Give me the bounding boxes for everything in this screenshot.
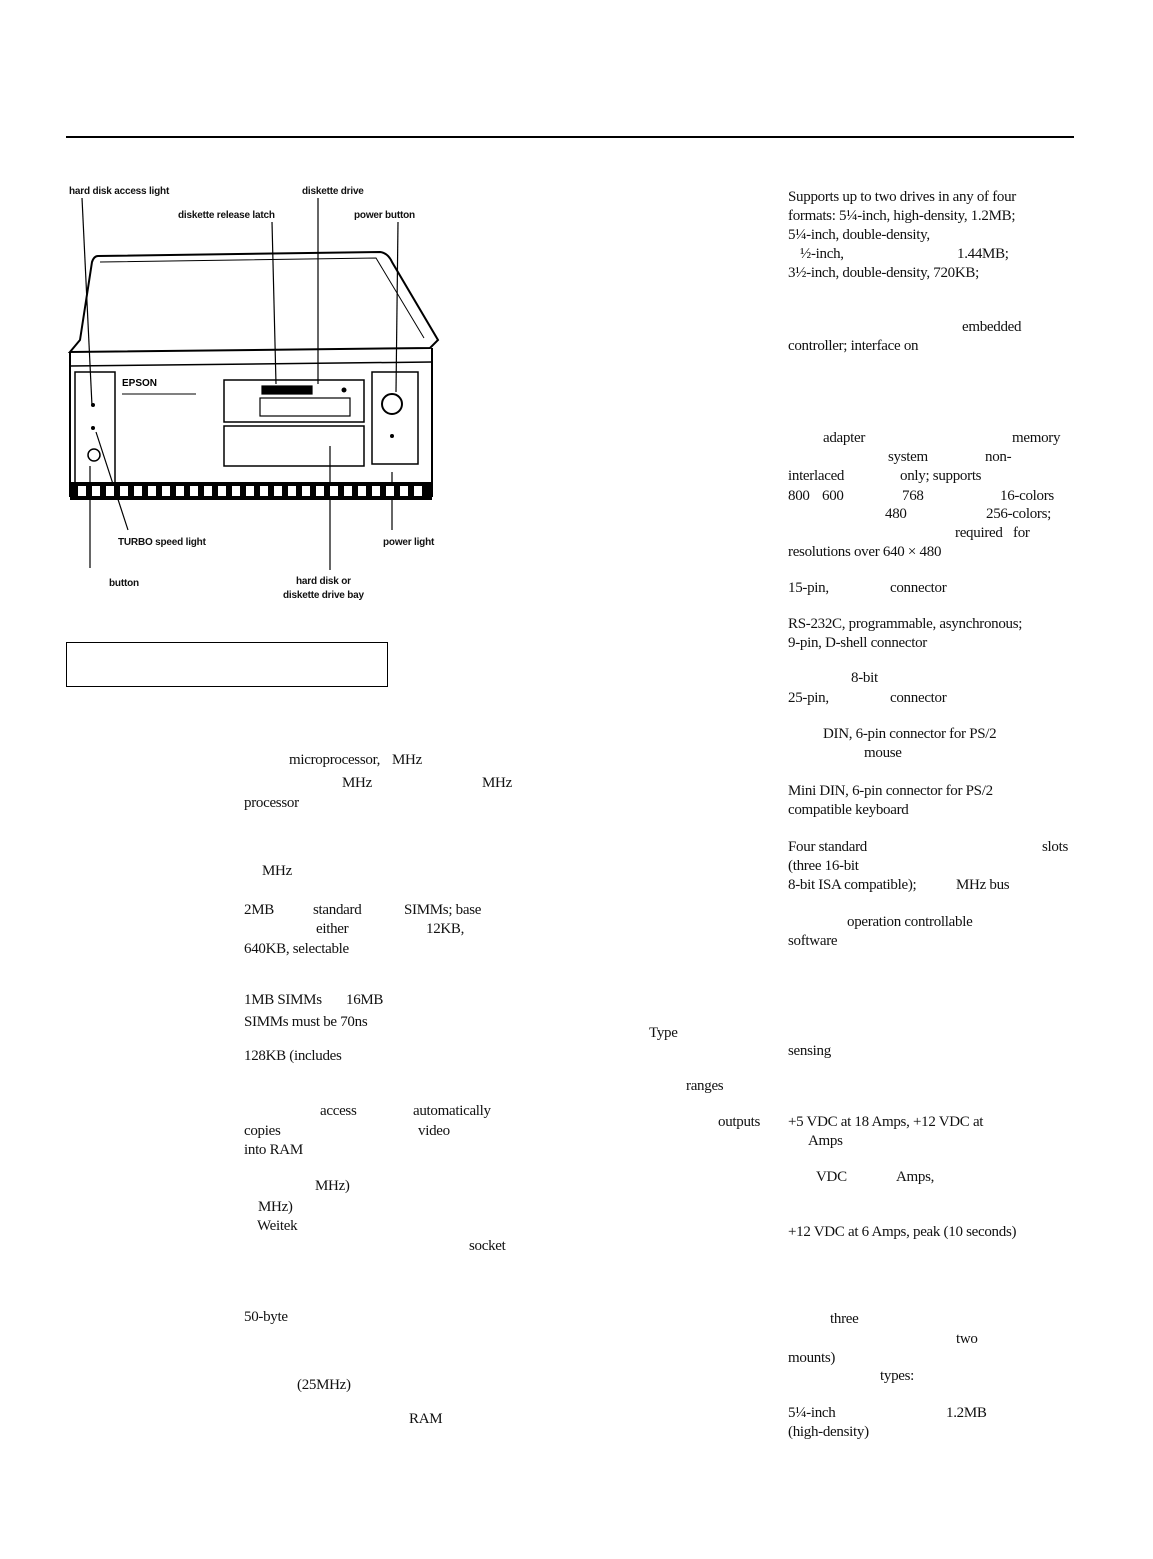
- left-text: 2MB: [244, 902, 274, 918]
- epson-logo: EPSON: [122, 378, 157, 389]
- right-text: mounts): [788, 1350, 836, 1366]
- right-text: Four standard: [788, 839, 868, 855]
- right-text: connector: [890, 690, 947, 706]
- left-text: 1MB SIMMs: [244, 992, 322, 1008]
- right-text: software: [788, 933, 838, 949]
- right-text: (three 16-bit: [788, 858, 859, 874]
- right-text: non-: [985, 449, 1012, 465]
- computer-front-diagram: EPSON: [67, 197, 440, 570]
- right-text: 1.2MB: [946, 1405, 987, 1421]
- left-text: MHz: [392, 752, 422, 768]
- left-text: microprocessor,: [289, 752, 381, 768]
- left-text: copies: [244, 1123, 281, 1139]
- left-text: MHz): [315, 1178, 350, 1194]
- right-text: connector: [890, 580, 947, 596]
- left-text: socket: [469, 1238, 506, 1254]
- right-text: 768: [902, 488, 924, 504]
- label-button: button: [109, 578, 139, 589]
- right-text: compatible keyboard: [788, 802, 909, 818]
- right-text: for: [1013, 525, 1030, 541]
- mid-label: Type: [649, 1025, 678, 1041]
- left-text: automatically: [413, 1103, 491, 1119]
- left-text: SIMMs; base: [404, 902, 482, 918]
- right-text: 600: [822, 488, 844, 504]
- right-text: three: [830, 1311, 859, 1327]
- right-text: system: [888, 449, 928, 465]
- right-text: 25-pin,: [788, 690, 829, 706]
- right-text: 256-colors;: [986, 506, 1052, 522]
- right-text: 1.44MB;: [957, 246, 1009, 262]
- header-rule: [66, 136, 1074, 138]
- left-text: standard: [313, 902, 362, 918]
- left-text: SIMMs must be 70ns: [244, 1014, 368, 1030]
- right-text: types:: [880, 1368, 915, 1384]
- right-text: 9-pin, D-shell connector: [788, 635, 928, 651]
- right-text: adapter: [823, 430, 866, 446]
- right-text: DIN, 6-pin connector for PS/2: [823, 726, 997, 742]
- right-text: interlaced: [788, 468, 845, 484]
- label-power-button: power button: [354, 210, 415, 221]
- left-text: 50-byte: [244, 1309, 288, 1325]
- left-text: RAM: [409, 1411, 443, 1427]
- left-text: MHz: [342, 775, 372, 791]
- label-hard-disk-access-light: hard disk access light: [69, 186, 170, 197]
- right-text: 8-bit: [851, 670, 878, 686]
- label-bay-line1: hard disk or: [296, 576, 351, 587]
- left-text: 16MB: [346, 992, 384, 1008]
- right-text: RS-232C, programmable, asynchronous;: [788, 616, 1023, 632]
- left-text: 640KB, selectable: [244, 941, 349, 957]
- right-text: embedded: [962, 319, 1022, 335]
- right-text: operation controllable: [847, 914, 973, 930]
- left-text: 128KB (includes: [244, 1048, 342, 1064]
- left-text: MHz: [262, 863, 292, 879]
- right-text: 3½-inch, double-density, 720KB;: [788, 265, 979, 281]
- boxed-heading: [66, 642, 388, 687]
- left-text: (25MHz): [297, 1377, 351, 1393]
- right-text: +12 VDC at 6 Amps, peak (10 seconds): [788, 1224, 1017, 1240]
- right-text: resolutions over 640 × 480: [788, 544, 942, 560]
- right-text: mouse: [864, 745, 902, 761]
- label-diskette-drive: diskette drive: [302, 186, 364, 197]
- left-text: access: [320, 1103, 357, 1119]
- right-text: 800: [788, 488, 810, 504]
- label-turbo-speed-light: TURBO speed light: [118, 537, 206, 548]
- left-text: 12KB,: [426, 921, 465, 937]
- label-bay-line2: diskette drive bay: [283, 590, 364, 601]
- right-text: 5¼-inch: [788, 1405, 836, 1421]
- right-text: 15-pin,: [788, 580, 829, 596]
- right-text: Mini DIN, 6-pin connector for PS/2: [788, 783, 993, 799]
- right-text: +5 VDC at 18 Amps, +12 VDC at: [788, 1114, 984, 1130]
- right-text: two: [956, 1331, 978, 1347]
- right-text: sensing: [788, 1043, 831, 1059]
- right-text: 8-bit ISA compatible);: [788, 877, 917, 893]
- left-text: processor: [244, 795, 299, 811]
- right-text: MHz bus: [956, 877, 1010, 893]
- left-text: Weitek: [257, 1218, 298, 1234]
- right-text: 16-colors: [1000, 488, 1054, 504]
- left-text: video: [418, 1123, 450, 1139]
- right-text: Amps: [808, 1133, 843, 1149]
- left-text: either: [316, 921, 349, 937]
- right-text: slots: [1042, 839, 1069, 855]
- left-text: MHz: [482, 775, 512, 791]
- right-text: VDC: [816, 1169, 847, 1185]
- left-text: MHz): [258, 1199, 293, 1215]
- mid-label: outputs: [718, 1114, 761, 1130]
- left-text: into RAM: [244, 1142, 303, 1158]
- label-power-light: power light: [383, 537, 435, 548]
- right-text: Amps,: [896, 1169, 935, 1185]
- right-text: (high-density): [788, 1424, 869, 1440]
- right-text: controller; interface on: [788, 338, 919, 354]
- right-text: memory: [1012, 430, 1061, 446]
- mid-label: ranges: [686, 1078, 724, 1094]
- label-diskette-release-latch: diskette release latch: [178, 210, 275, 221]
- right-text: 480: [885, 506, 907, 522]
- right-text: formats: 5¼-inch, high-density, 1.2MB;: [788, 208, 1016, 224]
- right-text: required: [955, 525, 1003, 541]
- right-text: ½-inch,: [800, 246, 844, 262]
- right-text: 5¼-inch, double-density,: [788, 227, 930, 243]
- right-text: Supports up to two drives in any of four: [788, 189, 1016, 205]
- right-text: only; supports: [900, 468, 982, 484]
